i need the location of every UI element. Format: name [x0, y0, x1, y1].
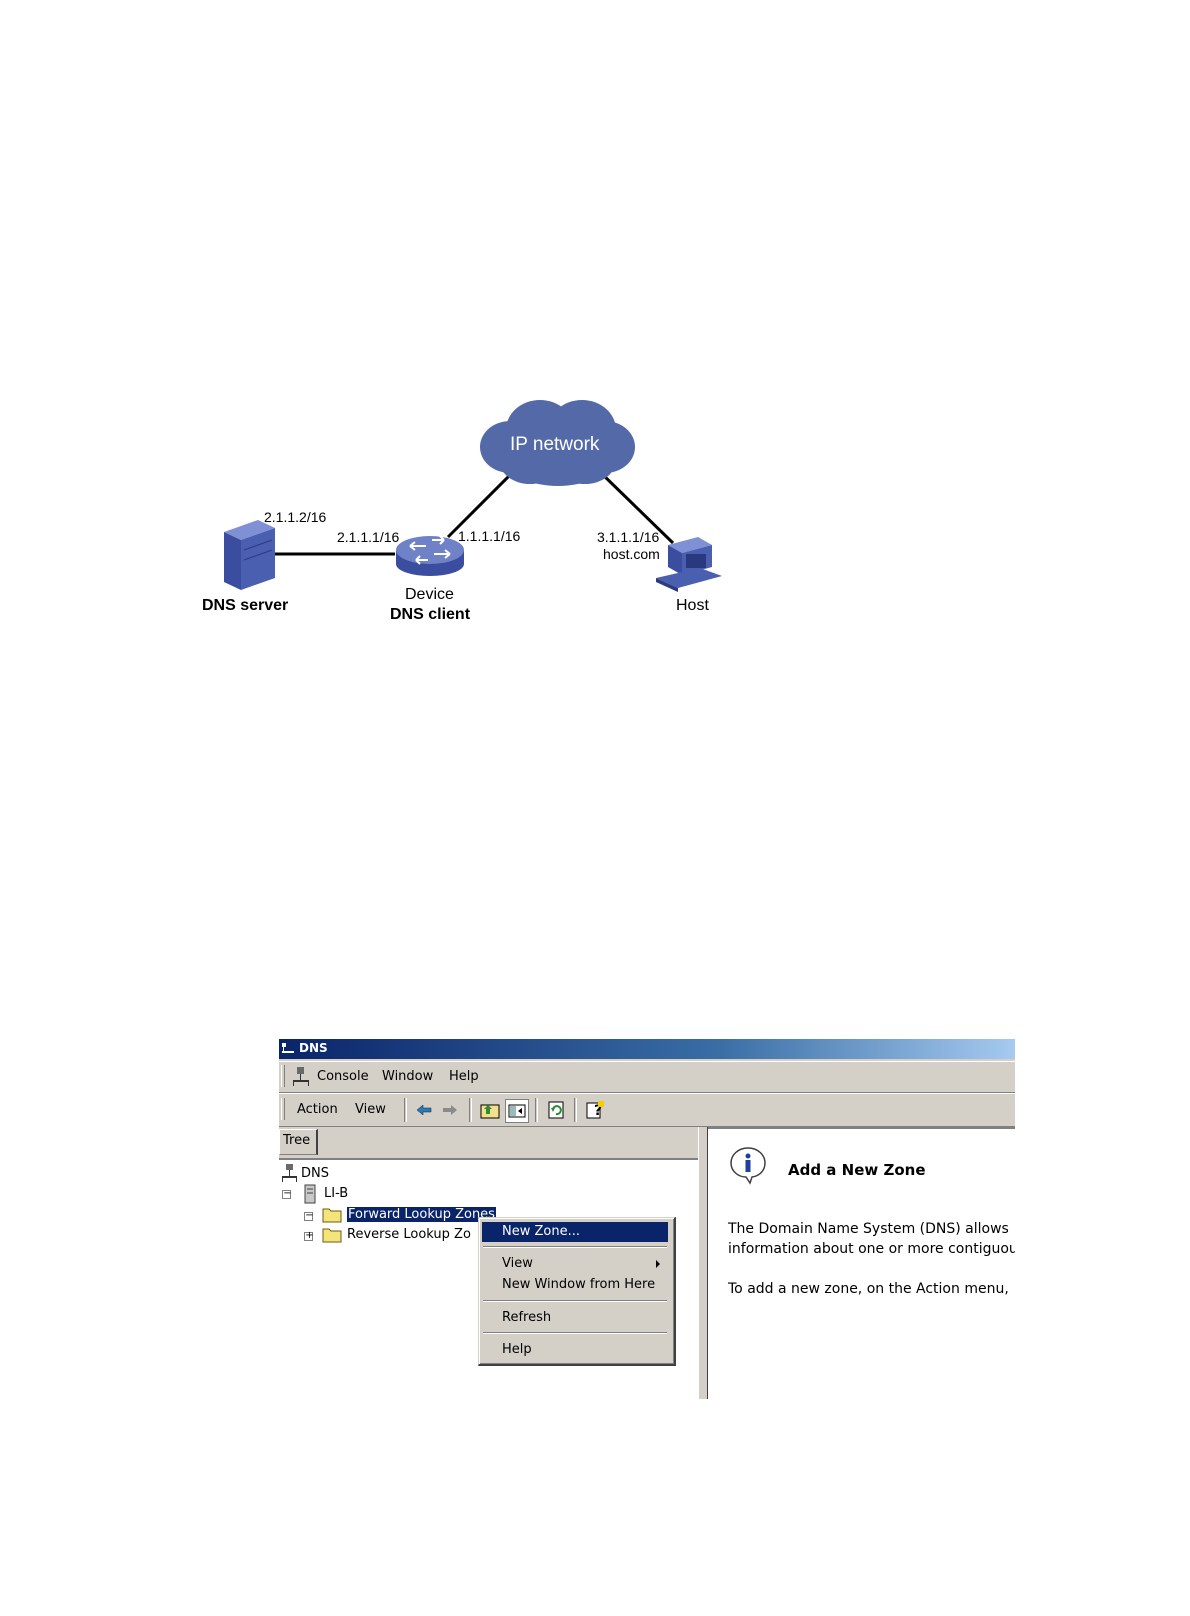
server-icon	[304, 1184, 316, 1204]
dns-root-icon	[282, 1164, 297, 1182]
ctx-view[interactable]: View	[482, 1254, 668, 1274]
ctx-help[interactable]: Help	[482, 1340, 668, 1360]
tree-server[interactable]: LI-B	[324, 1186, 349, 1201]
toolbar-separator	[535, 1098, 538, 1122]
folder-icon	[322, 1208, 342, 1223]
device-ip-right: 1.1.1.1/16	[458, 528, 520, 544]
server-icon	[224, 520, 275, 590]
link-device-cloud	[446, 470, 515, 539]
right-pane-title: Add a New Zone	[788, 1161, 926, 1179]
info-icon	[730, 1147, 766, 1185]
toolbar-separator	[404, 1098, 407, 1122]
ctx-separator	[483, 1332, 667, 1334]
menu-bar: Console Window Help	[279, 1061, 1015, 1093]
host-ip: 3.1.1.1/16	[597, 529, 659, 545]
tab-tree[interactable]: Tree	[279, 1129, 318, 1155]
menu-view[interactable]: View	[355, 1102, 386, 1117]
cloud-icon	[480, 400, 635, 486]
ctx-new-zone-label: New Zone...	[502, 1224, 580, 1239]
ctx-refresh-label: Refresh	[502, 1310, 552, 1325]
description-line: The Domain Name System (DNS) allows	[728, 1221, 1009, 1237]
forward-zones-collapse-toggle[interactable]: −	[304, 1210, 314, 1221]
tab-bar: Tree	[279, 1127, 701, 1157]
dns-server-ip: 2.1.1.2/16	[264, 509, 326, 525]
host-hostname: host.com	[603, 546, 660, 562]
tab-tree-label: Tree	[283, 1133, 311, 1148]
toolbar-separator	[574, 1098, 577, 1122]
device-ip-left: 2.1.1.1/16	[337, 529, 399, 545]
tree-forward-lookup-zones[interactable]: Forward Lookup Zones	[346, 1206, 497, 1223]
toolbar-separator	[469, 1098, 472, 1122]
device-label: Device	[405, 586, 454, 603]
device-role-label: DNS client	[390, 606, 471, 623]
network-diagram: IP network 2.1.1.2/16 DNS server 2.1.1.1…	[202, 400, 722, 623]
description-line: To add a new zone, on the Action menu,	[728, 1281, 1009, 1297]
cloud-label: IP network	[510, 434, 600, 455]
window-title: DNS	[299, 1041, 328, 1055]
show-hide-tree-icon[interactable]	[505, 1099, 529, 1123]
forward-arrow-icon[interactable]	[439, 1099, 461, 1121]
back-arrow-icon[interactable]	[413, 1099, 435, 1121]
title-bar: DNS	[279, 1039, 1015, 1059]
menu-window[interactable]: Window	[382, 1069, 434, 1084]
ctx-view-label: View	[502, 1256, 533, 1271]
tree-root-dns[interactable]: DNS	[301, 1166, 329, 1181]
folder-icon	[322, 1228, 342, 1243]
menu-action[interactable]: Action	[297, 1102, 338, 1117]
tree-reverse-lookup-zones[interactable]: Reverse Lookup Zones	[347, 1227, 472, 1242]
ctx-help-label: Help	[502, 1342, 532, 1357]
host-computer-icon	[656, 537, 722, 592]
ctx-new-window[interactable]: New Window from Here	[482, 1275, 668, 1295]
dns-app-icon	[282, 1043, 294, 1053]
description-pane: Add a New Zone The Domain Name System (D…	[708, 1127, 1015, 1399]
svg-text:?: ?	[594, 1103, 602, 1119]
ctx-separator	[483, 1300, 667, 1302]
ctx-new-window-label: New Window from Here	[502, 1277, 656, 1292]
console-tree-icon	[293, 1067, 309, 1086]
ctx-refresh[interactable]: Refresh	[482, 1308, 668, 1328]
menu-console[interactable]: Console	[317, 1069, 369, 1084]
tool-bar: Action View ?	[279, 1093, 1015, 1127]
reverse-zones-expand-toggle[interactable]: +	[304, 1230, 314, 1241]
submenu-arrow-icon	[656, 1260, 660, 1268]
ctx-separator	[483, 1246, 667, 1248]
server-collapse-toggle[interactable]: −	[282, 1188, 292, 1199]
dns-server-label: DNS server	[202, 597, 288, 614]
context-menu: New Zone... View New Window from Here Re…	[478, 1217, 676, 1366]
ctx-new-zone[interactable]: New Zone...	[482, 1222, 668, 1242]
up-folder-icon[interactable]	[479, 1099, 501, 1121]
help-icon[interactable]: ?	[584, 1099, 606, 1121]
router-icon	[396, 535, 464, 576]
menubar-grip[interactable]	[281, 1065, 285, 1087]
host-label: Host	[676, 597, 709, 614]
link-cloud-host	[598, 470, 675, 545]
refresh-icon[interactable]	[545, 1099, 567, 1121]
description-line: information about one or more contiguou	[728, 1241, 1015, 1257]
menu-help[interactable]: Help	[449, 1069, 479, 1084]
toolbar-grip[interactable]	[281, 1098, 285, 1120]
